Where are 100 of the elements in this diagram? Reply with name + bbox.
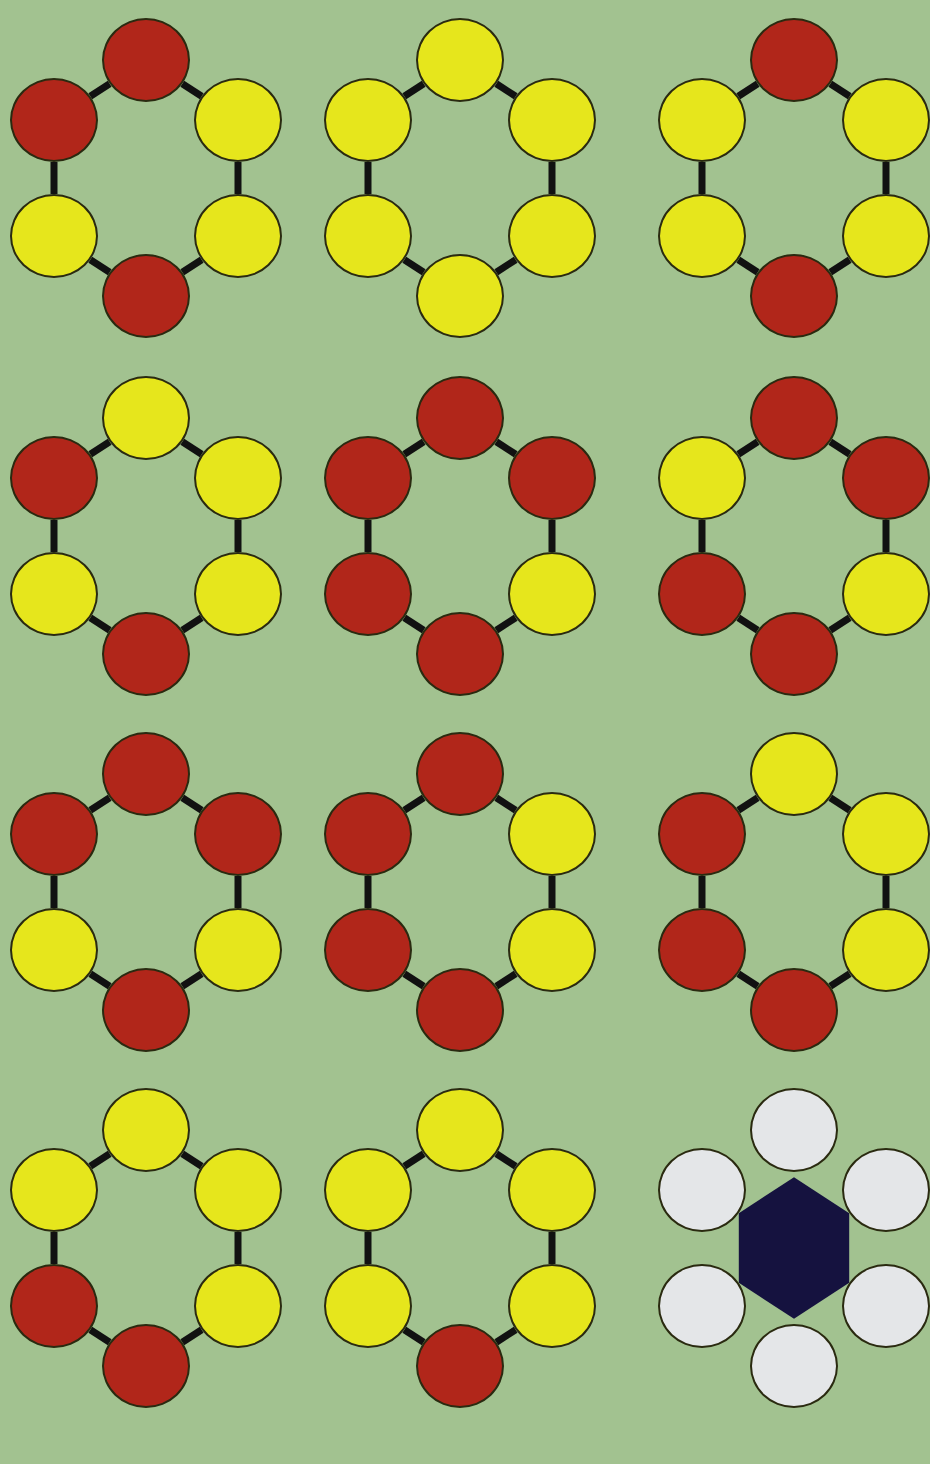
circle-node xyxy=(416,1324,504,1408)
connector-line xyxy=(828,438,852,458)
circle-node xyxy=(508,436,596,520)
circle-node xyxy=(102,612,190,696)
circle-node xyxy=(10,908,98,992)
circle-node xyxy=(508,792,596,876)
connector-line xyxy=(88,614,112,634)
connector-line xyxy=(180,794,204,814)
connector-line xyxy=(180,80,204,100)
circle-node xyxy=(194,552,282,636)
circle-node xyxy=(658,1264,746,1348)
circle-node xyxy=(842,552,930,636)
connector-line xyxy=(698,520,706,552)
connector-line xyxy=(180,614,204,634)
connector-line xyxy=(50,520,58,552)
circle-node xyxy=(508,552,596,636)
connector-line xyxy=(828,614,852,634)
connector-line xyxy=(402,794,426,814)
connector-line xyxy=(548,1232,556,1264)
connector-line xyxy=(828,794,852,814)
connector-line xyxy=(494,80,518,100)
circle-node xyxy=(658,194,746,278)
connector-line xyxy=(698,162,706,194)
connector-line xyxy=(736,80,760,100)
circle-node xyxy=(194,78,282,162)
circle-node xyxy=(416,18,504,102)
connector-line xyxy=(494,256,518,276)
connector-line xyxy=(736,614,760,634)
circle-node xyxy=(416,732,504,816)
circle-node xyxy=(508,1264,596,1348)
connector-line xyxy=(88,970,112,990)
connector-line xyxy=(736,794,760,814)
circle-node xyxy=(102,376,190,460)
circle-node xyxy=(750,1324,838,1408)
circle-node xyxy=(102,1088,190,1172)
connector-line xyxy=(402,970,426,990)
circle-node xyxy=(842,908,930,992)
connector-line xyxy=(364,520,372,552)
circle-node xyxy=(416,612,504,696)
connector-line xyxy=(882,520,890,552)
connector-line xyxy=(402,614,426,634)
circle-node xyxy=(324,552,412,636)
circle-node xyxy=(102,254,190,338)
circle-node xyxy=(842,194,930,278)
circle-node xyxy=(750,968,838,1052)
connector-line xyxy=(494,614,518,634)
circle-node xyxy=(750,1088,838,1172)
circle-node xyxy=(324,1264,412,1348)
circle-node xyxy=(194,908,282,992)
circle-node xyxy=(324,194,412,278)
circle-node xyxy=(194,1148,282,1232)
connector-line xyxy=(234,876,242,908)
connector-line xyxy=(828,256,852,276)
connector-line xyxy=(736,970,760,990)
circle-node xyxy=(324,792,412,876)
connector-line xyxy=(494,1150,518,1170)
connector-line xyxy=(402,438,426,458)
connector-line xyxy=(88,438,112,458)
circle-node xyxy=(658,792,746,876)
connector-line xyxy=(88,1150,112,1170)
connector-line xyxy=(88,1326,112,1346)
circle-node xyxy=(658,908,746,992)
circle-node xyxy=(324,78,412,162)
circle-node xyxy=(508,908,596,992)
circle-node xyxy=(842,1148,930,1232)
circle-node xyxy=(10,436,98,520)
circle-node xyxy=(102,732,190,816)
circle-node xyxy=(842,78,930,162)
circle-node xyxy=(750,732,838,816)
connector-line xyxy=(494,970,518,990)
circle-node xyxy=(508,78,596,162)
connector-line xyxy=(548,520,556,552)
connector-line xyxy=(494,438,518,458)
connector-line xyxy=(882,876,890,908)
circle-node xyxy=(102,18,190,102)
connector-line xyxy=(882,162,890,194)
circle-node xyxy=(194,792,282,876)
connector-line xyxy=(402,256,426,276)
connector-line xyxy=(234,1232,242,1264)
circle-node xyxy=(324,436,412,520)
circle-node xyxy=(10,792,98,876)
circle-node xyxy=(194,194,282,278)
connector-line xyxy=(180,1326,204,1346)
connector-line xyxy=(180,256,204,276)
connector-line xyxy=(180,438,204,458)
connector-line xyxy=(180,970,204,990)
connector-line xyxy=(494,1326,518,1346)
connector-line xyxy=(180,1150,204,1170)
circle-node xyxy=(10,1264,98,1348)
connector-line xyxy=(402,80,426,100)
circle-node xyxy=(842,1264,930,1348)
connector-line xyxy=(234,520,242,552)
circle-node xyxy=(658,436,746,520)
connector-line xyxy=(364,1232,372,1264)
circle-node xyxy=(658,552,746,636)
circle-node xyxy=(10,78,98,162)
circle-node xyxy=(750,376,838,460)
circle-node xyxy=(508,1148,596,1232)
connector-line xyxy=(736,438,760,458)
connector-line xyxy=(548,162,556,194)
